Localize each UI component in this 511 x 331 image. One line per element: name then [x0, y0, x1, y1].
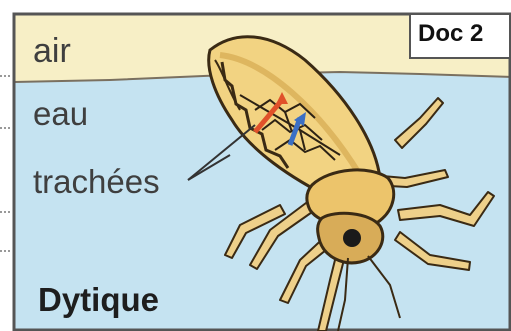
species-label: Dytique [38, 283, 159, 316]
label-air: air [33, 34, 71, 68]
beetle-eye [343, 229, 361, 247]
doc-label: Doc 2 [418, 22, 483, 46]
left-margin-ticks [0, 76, 10, 251]
label-tracheae: trachées [33, 165, 160, 198]
label-water: eau [33, 97, 88, 130]
